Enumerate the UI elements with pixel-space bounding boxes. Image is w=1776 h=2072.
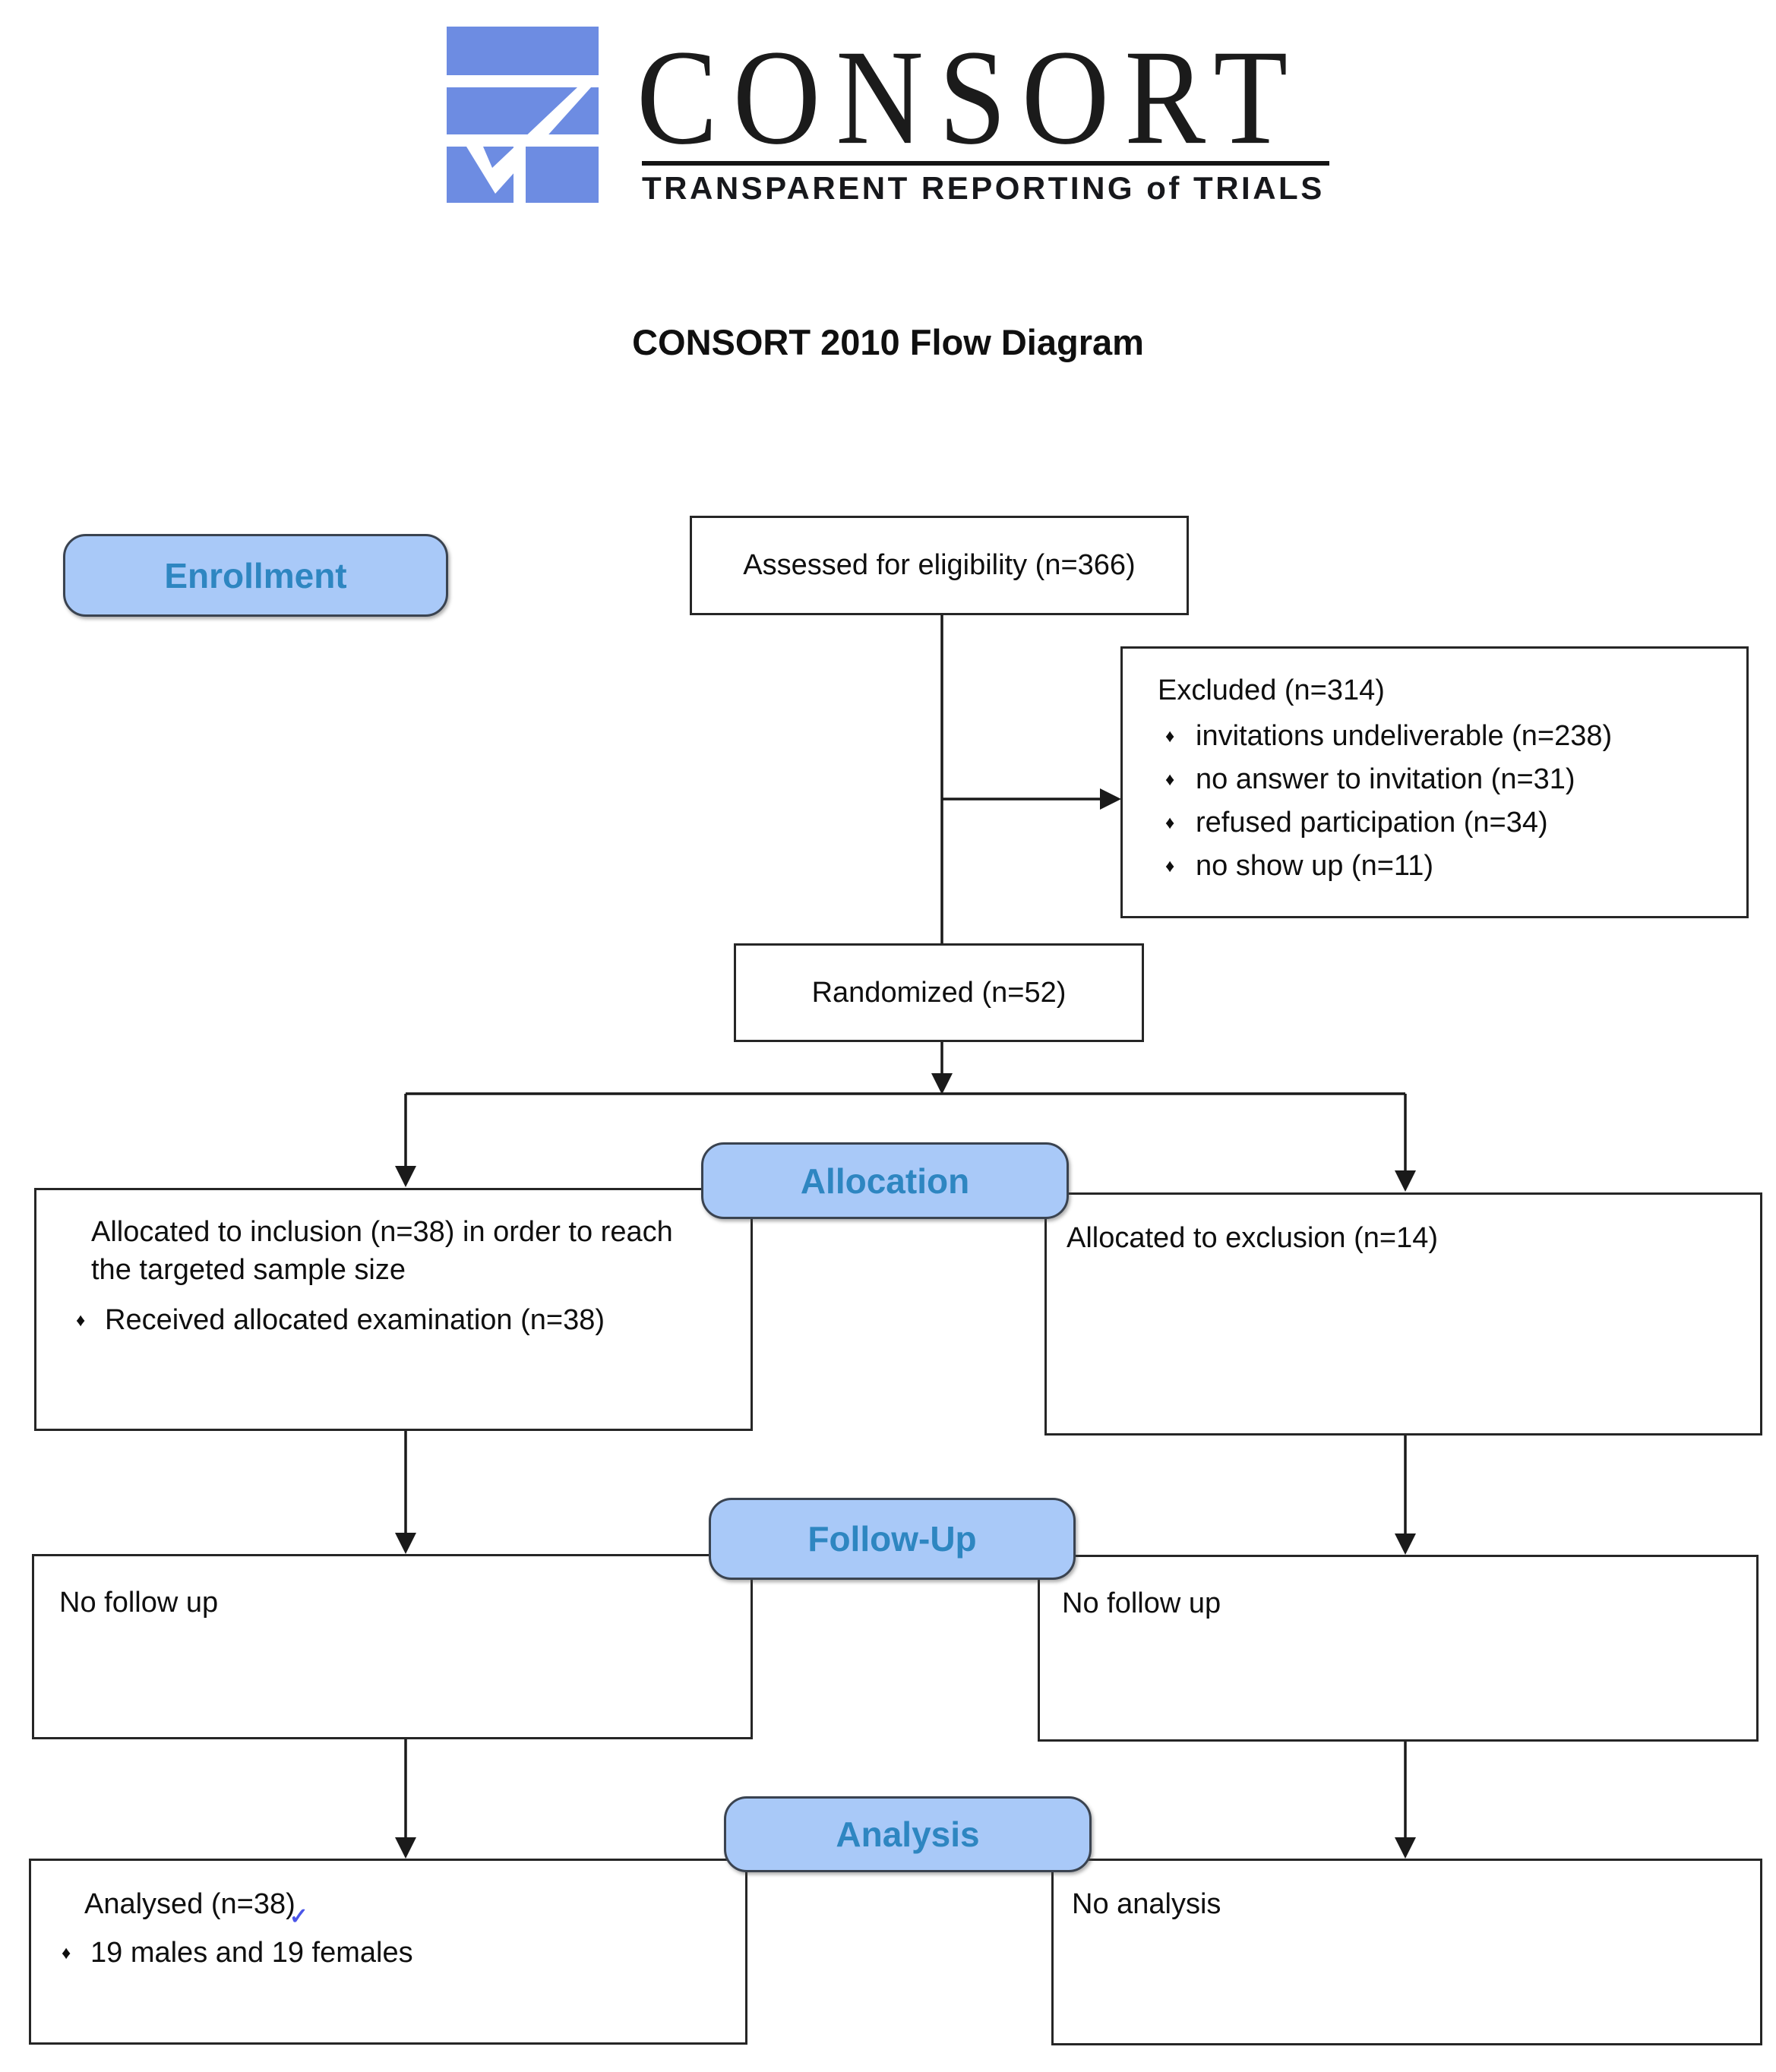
excluded-bullet: ♦ no show up (n=11) <box>1158 847 1731 890</box>
analysed-bullet: ♦ 19 males and 19 females <box>31 1934 722 1972</box>
stage-label-analysis: Analysis <box>724 1796 1092 1872</box>
box-no-analysis: No analysis <box>1051 1859 1762 2045</box>
analysed-title: Analysed (n=38) <box>84 1888 295 1920</box>
allocation-inclusion-bullet-text: Received allocated examination (n=38) <box>105 1304 605 1337</box>
logo-divider <box>642 161 1329 166</box>
box-allocated-to-inclusion: Allocated to inclusion (n=38) in order t… <box>34 1188 753 1431</box>
consort-logo-icon <box>447 27 599 203</box>
stage-label-analysis-text: Analysis <box>836 1815 980 1854</box>
logo-tagline: TRANSPARENT REPORTING of TRIALS <box>642 170 1325 206</box>
stage-label-allocation: Allocation <box>701 1142 1069 1219</box>
excluded-bullet: ♦ invitations undeliverable (n=238) <box>1158 717 1731 760</box>
followup-inclusion-text: No follow up <box>59 1587 219 1619</box>
allocation-inclusion-bullets: ♦ Received allocated examination (n=38) <box>36 1301 723 1339</box>
diamond-bullet-icon: ♦ <box>62 1943 71 1964</box>
spellcheck-mark-icon: ✓ <box>289 1904 308 1929</box>
excluded-bullet: ♦ refused participation (n=34) <box>1158 804 1731 847</box>
excluded-bullet-text: no show up (n=11) <box>1196 850 1433 883</box>
analysed-bullet-text: 19 males and 19 females <box>90 1937 413 1969</box>
diamond-bullet-icon: ♦ <box>1165 856 1175 877</box>
allocation-inclusion-line: the targeted sample size <box>91 1254 406 1287</box>
stage-label-allocation-text: Allocation <box>800 1161 970 1201</box>
box-followup-inclusion: No follow up <box>32 1554 753 1739</box>
excluded-title: Excluded (n=314) <box>1158 674 1385 706</box>
arrowhead-followup-left <box>395 1533 416 1554</box>
randomized-text: Randomized (n=52) <box>811 976 1067 1009</box>
arrowhead-alloc-left <box>395 1166 416 1187</box>
followup-exclusion-text: No follow up <box>1062 1587 1221 1619</box>
stage-label-followup-text: Follow-Up <box>807 1519 977 1559</box>
excluded-bullet-list: ♦ invitations undeliverable (n=238) ♦ no… <box>1158 717 1731 890</box>
box-randomized: Randomized (n=52) <box>734 943 1144 1042</box>
arrowhead-excluded <box>1100 788 1121 810</box>
excluded-bullet-text: refused participation (n=34) <box>1196 807 1548 839</box>
analysed-title-line: Analysed (n=38)✓ <box>31 1885 722 1929</box>
page-title: CONSORT 2010 Flow Diagram <box>632 322 1144 362</box>
arrowhead-analysis-left <box>395 1837 416 1859</box>
box-analysed: Analysed (n=38)✓ ♦ 19 males and 19 femal… <box>29 1859 747 2045</box>
box-followup-exclusion: No follow up <box>1038 1555 1759 1742</box>
analysed-bullets: ♦ 19 males and 19 females <box>31 1934 722 1972</box>
stage-label-enrollment-text: Enrollment <box>164 555 347 595</box>
box-allocated-to-exclusion: Allocated to exclusion (n=14) <box>1044 1192 1762 1436</box>
box-assessed-for-eligibility: Assessed for eligibility (n=366) <box>690 516 1189 615</box>
arrowhead-followup-right <box>1395 1533 1416 1555</box>
diamond-bullet-icon: ♦ <box>1165 726 1175 747</box>
excluded-bullet-text: no answer to invitation (n=31) <box>1196 763 1575 796</box>
consort-wordmark: CONSORT <box>637 21 1304 173</box>
allocation-inclusion-line: Allocated to inclusion (n=38) in order t… <box>91 1216 673 1248</box>
allocation-inclusion-bullet: ♦ Received allocated examination (n=38) <box>36 1301 723 1339</box>
excluded-bullet: ♦ no answer to invitation (n=31) <box>1158 760 1731 804</box>
diamond-bullet-icon: ♦ <box>1165 813 1175 834</box>
arrowhead-alloc-right <box>1395 1170 1416 1192</box>
arrowhead-branch <box>931 1073 953 1094</box>
excluded-bullet-text: invitations undeliverable (n=238) <box>1196 720 1613 753</box>
no-analysis-text: No analysis <box>1072 1888 1221 1920</box>
allocation-exclusion-text: Allocated to exclusion (n=14) <box>1067 1222 1439 1254</box>
box-excluded: Excluded (n=314) ♦ invitations undeliver… <box>1120 646 1749 918</box>
stage-label-followup: Follow-Up <box>709 1498 1076 1580</box>
assessed-text: Assessed for eligibility (n=366) <box>743 549 1136 582</box>
stage-label-enrollment: Enrollment <box>63 534 448 617</box>
arrowhead-analysis-right <box>1395 1837 1416 1859</box>
diamond-bullet-icon: ♦ <box>1165 769 1175 791</box>
diamond-bullet-icon: ♦ <box>76 1310 86 1331</box>
